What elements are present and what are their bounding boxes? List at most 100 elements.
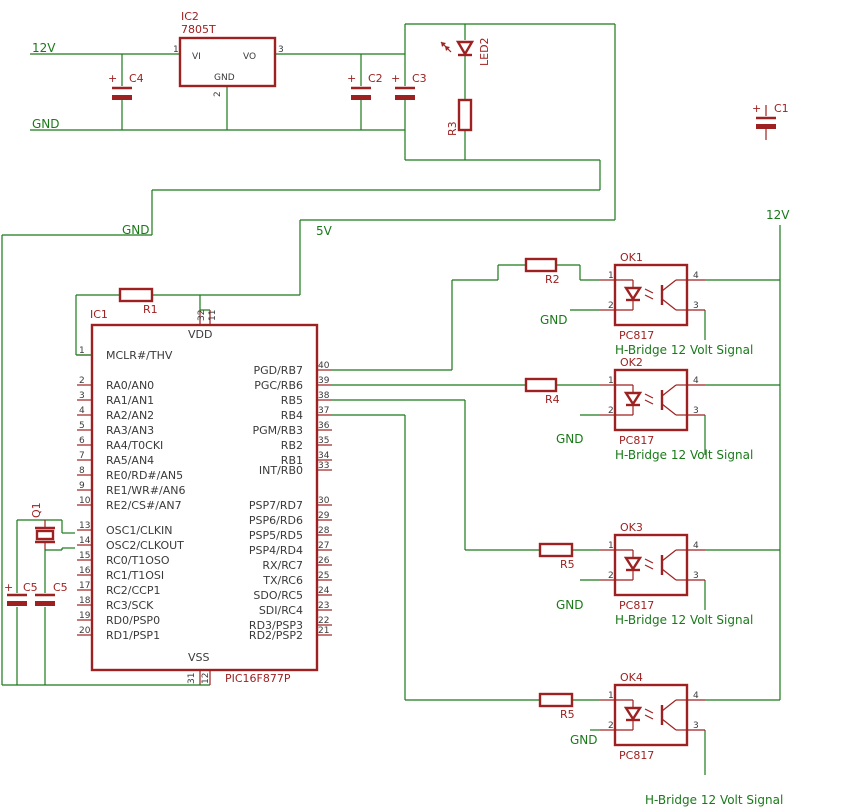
voltage-regulator-ic2: IC2 7805T VI VO GND 1 3 2 xyxy=(173,10,284,97)
opto-name: OK4 xyxy=(620,671,643,684)
mcu-pin-label: RD2/PSP2 xyxy=(249,629,303,642)
mcu-wiring: 12V GND GND GND GND xyxy=(2,208,790,775)
opto-pin-3: 3 xyxy=(693,571,699,581)
mcu-pin-number-5: 5 xyxy=(79,421,85,431)
mcu-pin-number-23: 23 xyxy=(318,601,329,611)
mcu-pin-number-9: 9 xyxy=(79,481,85,491)
mcu-pin-label: RD3/PSP3 xyxy=(249,619,303,632)
net-label-gnd-mid: GND xyxy=(122,223,150,237)
capacitor-c5-left: + C5 xyxy=(4,581,38,606)
mcu-pin-number-17: 17 xyxy=(79,581,90,591)
mcu-pin-number-29: 29 xyxy=(318,511,330,521)
net-label-gnd-ok1: GND xyxy=(540,313,568,327)
power-supply-section: 12V GND 5V GND xyxy=(1,23,616,685)
opto-pin-1: 1 xyxy=(608,691,614,701)
resistor-r5a-label: R5 xyxy=(560,558,575,571)
regulator-vo-label: VO xyxy=(243,52,256,62)
resistor-r1: R1 xyxy=(118,287,158,316)
opto-name: OK1 xyxy=(620,251,643,264)
resistor-r2: R2 xyxy=(524,257,560,286)
opto-signal-label: H-Bridge 12 Volt Signal xyxy=(645,793,783,807)
resistor-r4: R4 xyxy=(524,377,560,406)
mcu-pin-label: PGM/RB3 xyxy=(252,424,303,437)
svg-text:+: + xyxy=(391,72,400,85)
net-label-12v-input: 12V xyxy=(32,41,56,55)
mcu-pin-label: RA3/AN3 xyxy=(106,424,154,437)
mcu-vdd-label: VDD xyxy=(188,328,212,341)
mcu-pin-number-33: 33 xyxy=(318,461,329,471)
mcu-pin-label: RA2/AN2 xyxy=(106,409,154,422)
mcu-pin-label: INT/RB0 xyxy=(259,464,303,477)
net-label-12v-right: 12V xyxy=(766,208,790,222)
mcu-right-pins: 40PGD/RB739PGC/RB638RB537RB436PGM/RB335R… xyxy=(249,361,332,642)
net-label-gnd-ok2: GND xyxy=(556,432,584,446)
opto-pin-2: 2 xyxy=(608,721,614,731)
mcu-vss-pin-31: 31 xyxy=(187,673,197,684)
mcu-pin-number-19: 19 xyxy=(79,611,91,621)
resistor-r5b-label: R5 xyxy=(560,708,575,721)
mcu-pin-number-16: 16 xyxy=(79,566,91,576)
opto-name: OK3 xyxy=(620,521,643,534)
mcu-pin-number-35: 35 xyxy=(318,436,329,446)
opto-signal-label: H-Bridge 12 Volt Signal xyxy=(615,343,753,357)
opto-pin-1: 1 xyxy=(608,541,614,551)
crystal-q1: Q1 xyxy=(30,502,55,550)
mcu-pin-number-22: 22 xyxy=(318,616,329,626)
mcu-pin-number-15: 15 xyxy=(79,551,90,561)
mcu-pin-label: RB1 xyxy=(281,454,303,467)
resistor-r5-ok3: R5 xyxy=(538,542,575,571)
mcu-pin-number-30: 30 xyxy=(318,496,330,506)
opto-pin-3: 3 xyxy=(693,721,699,731)
opto-value: PC817 xyxy=(619,749,654,762)
mcu-pin-label: RA0/AN0 xyxy=(106,379,154,392)
mcu-pin-label: TX/RC6 xyxy=(262,574,303,587)
mcu-pin-number-8: 8 xyxy=(79,466,85,476)
mcu-pin-number-27: 27 xyxy=(318,541,329,551)
mcu-pin-label: RA5/AN4 xyxy=(106,454,154,467)
regulator-vi-label: VI xyxy=(192,52,201,62)
mcu-pin-number-20: 20 xyxy=(79,626,91,636)
regulator-gnd-label: GND xyxy=(214,73,235,83)
mcu-pin-number-14: 14 xyxy=(79,536,91,546)
opto-pin-4: 4 xyxy=(693,271,699,281)
mcu-pin-label: PSP6/RD6 xyxy=(249,514,303,527)
mcu-name: IC1 xyxy=(90,308,108,321)
mcu-pin-label: RB4 xyxy=(281,409,303,422)
mcu-pin-number-25: 25 xyxy=(318,571,329,581)
regulator-value: 7805T xyxy=(181,23,216,36)
capacitor-c1: + C1 xyxy=(752,102,789,140)
mcu-pin-label: OSC1/CLKIN xyxy=(106,524,173,537)
opto-pin-1: 1 xyxy=(608,376,614,386)
capacitor-c5-right: C5 xyxy=(35,581,68,606)
capacitor-c4: + C4 xyxy=(108,72,144,100)
capacitor-c3-label: C3 xyxy=(412,72,427,85)
capacitor-c4-label: C4 xyxy=(129,72,144,85)
opto-pin-2: 2 xyxy=(608,571,614,581)
mcu-pin-label: RD1/PSP1 xyxy=(106,629,160,642)
mcu-value: PIC16F877P xyxy=(225,672,291,685)
svg-text:+: + xyxy=(4,581,13,594)
opto-value: PC817 xyxy=(619,434,654,447)
mcu-pin-label: RC3/SCK xyxy=(106,599,154,612)
mcu-pin-number-39: 39 xyxy=(318,376,330,386)
opto-value: PC817 xyxy=(619,329,654,342)
mcu-pin-label: RE2/CS#/AN7 xyxy=(106,499,182,512)
mcu-pin-number-2: 2 xyxy=(79,376,85,386)
mcu-pin-label: RE0/RD#/AN5 xyxy=(106,469,183,482)
capacitor-c2: + C2 xyxy=(347,72,383,100)
svg-text:+: + xyxy=(347,72,356,85)
mcu-pin-number-10: 10 xyxy=(79,496,91,506)
led-led2: LED2 xyxy=(440,37,491,66)
mcu-pin-label: SDO/RC5 xyxy=(253,589,303,602)
mcu-pin-label: PGD/RB7 xyxy=(253,364,303,377)
mcu-pin-label: RX/RC7 xyxy=(262,559,303,572)
resistor-r5-ok4: R5 xyxy=(538,692,575,721)
mcu-pin-label: RB5 xyxy=(281,394,303,407)
capacitor-c2-label: C2 xyxy=(368,72,383,85)
mcu-pin-number-1: 1 xyxy=(79,346,85,356)
opto-pin-2: 2 xyxy=(608,406,614,416)
opto-pin-3: 3 xyxy=(693,406,699,416)
